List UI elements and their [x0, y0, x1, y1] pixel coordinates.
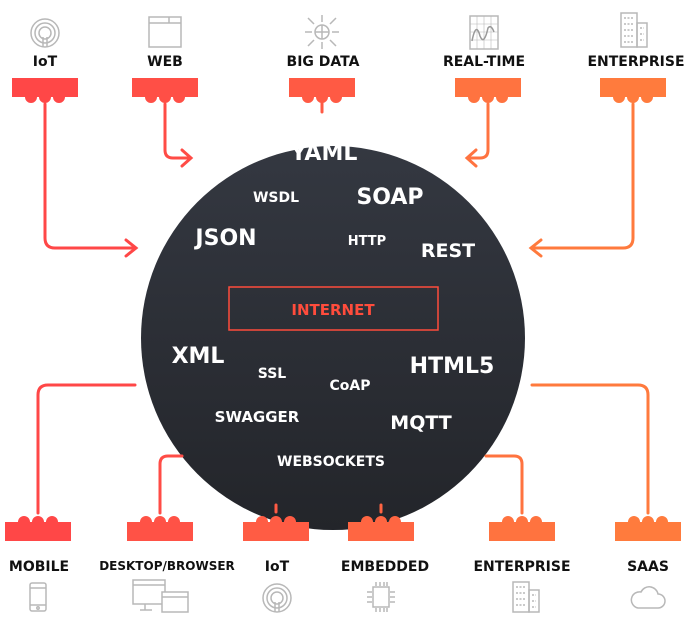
label-saas: SAAS	[627, 559, 669, 575]
connector-enterprise-bottom	[484, 454, 524, 515]
building-icon	[620, 12, 648, 48]
protocol-mqtt: MQTT	[390, 412, 451, 434]
connector-enterprise-top	[528, 102, 635, 258]
connector-block-top-3	[455, 78, 521, 103]
internet-box	[228, 286, 439, 331]
protocol-http: HTTP	[348, 234, 386, 249]
connector-block-top-4	[600, 78, 666, 103]
label-realtime: REAL-TIME	[443, 54, 525, 70]
cloud-icon	[630, 586, 666, 609]
iot-signal-icon-bottom	[262, 583, 292, 613]
connector-lines	[36, 101, 650, 515]
internet-label: INTERNET	[291, 301, 375, 319]
connector-block-bottom-1	[127, 516, 193, 541]
protocol-rest: REST	[421, 240, 475, 262]
chart-grid-icon	[469, 15, 499, 50]
connector-block-bottom-3	[348, 516, 414, 541]
label-mobile: MOBILE	[9, 559, 69, 575]
protocol-coap: CoAP	[330, 378, 371, 394]
connector-block-bottom-2	[243, 516, 309, 541]
label-enterprise-top: ENTERPRISE	[587, 54, 684, 70]
label-desktop-browser: DESKTOP/BROWSER	[99, 559, 235, 573]
protocol-soap: SOAP	[356, 185, 423, 210]
connector-block-top-2	[289, 78, 355, 103]
phone-icon	[29, 582, 47, 612]
protocol-xml: XML	[172, 344, 225, 369]
chip-icon	[367, 582, 395, 612]
iot-signal-icon	[30, 18, 60, 48]
protocol-html5: HTML5	[410, 354, 495, 379]
connector-desktop	[158, 454, 184, 515]
protocol-wsdl: WSDL	[253, 190, 299, 206]
browser-window-icon	[148, 16, 182, 48]
connector-saas	[530, 383, 650, 515]
connector-mobile	[36, 383, 137, 515]
label-embedded: EMBEDDED	[341, 559, 429, 575]
protocol-websockets: WEBSOCKETS	[277, 454, 385, 470]
connector-block-bottom-0	[5, 516, 71, 541]
building-icon-bottom	[512, 581, 540, 613]
connector-realtime	[464, 102, 490, 168]
label-web: WEB	[147, 54, 183, 70]
label-enterprise-bottom: ENTERPRISE	[473, 559, 570, 575]
connector-block-bottom-5	[615, 516, 681, 541]
connector-iot-top	[43, 102, 139, 258]
protocol-ssl: SSL	[258, 366, 287, 382]
connector-web	[163, 102, 194, 168]
connector-block-top-0	[12, 78, 78, 103]
label-iot-bottom: IoT	[265, 559, 290, 575]
connector-block-bottom-4	[489, 516, 555, 541]
desktop-browser-icon	[132, 579, 189, 613]
label-iot-top: IoT	[33, 54, 58, 70]
protocol-swagger: SWAGGER	[215, 408, 300, 426]
internet-circle	[141, 146, 525, 530]
globe-arrows-icon	[305, 15, 339, 49]
protocol-json: JSON	[193, 226, 256, 251]
protocol-yaml: YAML	[290, 141, 358, 166]
label-bigdata: BIG DATA	[287, 54, 360, 70]
connector-block-top-1	[132, 78, 198, 103]
